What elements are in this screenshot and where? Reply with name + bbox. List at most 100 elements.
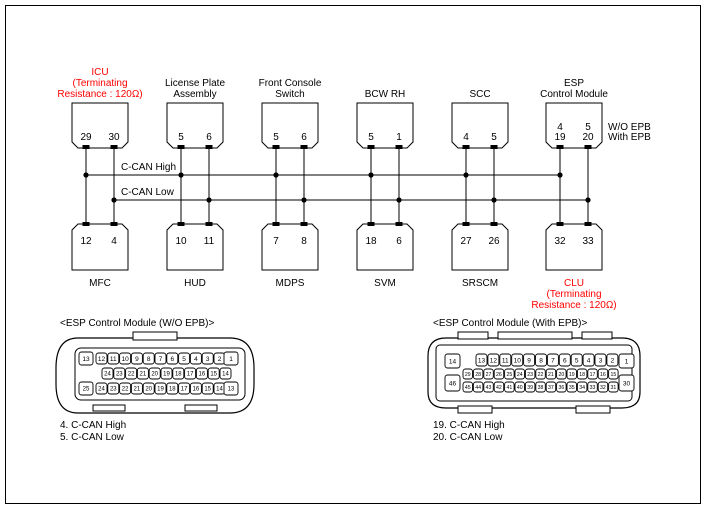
connector-pin-number: 35 <box>569 385 575 391</box>
module-name: SCC <box>469 89 490 100</box>
connector-pin-number: 30 <box>623 380 631 387</box>
connector-pin <box>556 368 567 380</box>
pin-number: 4 <box>111 236 117 247</box>
module-name: (Terminating <box>72 78 127 89</box>
module-name: MDPS <box>276 278 305 289</box>
connector-pin <box>594 353 607 367</box>
connector-pin-number: 17 <box>590 372 596 378</box>
connector-pin <box>444 374 461 392</box>
pin-number: 6 <box>206 132 212 143</box>
connector-pin <box>178 382 191 395</box>
connector-pin <box>558 353 571 367</box>
connector-pin-number: 42 <box>496 385 502 391</box>
connector-pin-number: 41 <box>506 385 512 391</box>
connector-pin-number: 11 <box>502 357 509 364</box>
connector-pin-number: 18 <box>169 387 176 393</box>
connector-pin <box>107 382 120 395</box>
module-name: HUD <box>184 278 206 289</box>
connector-pin-number: 22 <box>538 372 544 378</box>
connector-pin <box>78 351 94 366</box>
connector-pin <box>201 352 214 365</box>
connector-pin <box>483 368 494 380</box>
connector-pin-number: 14 <box>449 358 457 365</box>
pin-note: 20. C-CAN Low <box>433 432 503 443</box>
connector-pin <box>504 368 515 380</box>
connector-pin <box>608 368 619 380</box>
pin-number: 29 <box>80 132 92 143</box>
connector-pin <box>95 352 108 365</box>
terminal <box>367 222 375 226</box>
connector-pin <box>189 382 202 395</box>
pin-number: 6 <box>396 236 402 247</box>
terminal <box>395 222 403 226</box>
connector-pin <box>493 381 505 393</box>
connector-pin <box>556 381 567 393</box>
pin-number: 4 <box>463 132 469 143</box>
terminal <box>300 145 308 149</box>
pin-note: 5. C-CAN Low <box>60 432 125 443</box>
connector-pin <box>125 367 138 380</box>
connector-latch <box>132 331 178 341</box>
connector-latch <box>581 331 613 340</box>
connector-key <box>575 405 611 414</box>
connector-pin-number: 23 <box>110 387 117 393</box>
connector-title: <ESP Control Module (With EPB)> <box>433 318 587 329</box>
module-box <box>261 223 319 271</box>
connector-pin <box>587 381 598 393</box>
connector-pin-number: 16 <box>600 372 606 378</box>
connector-pin-number: 3 <box>599 357 603 364</box>
connector-pin <box>101 367 114 380</box>
terminal <box>110 145 118 149</box>
pin-note: 19. C-CAN High <box>433 420 505 431</box>
connector-pin-number: 12 <box>98 356 106 363</box>
connector-pin-number: 5 <box>575 357 579 364</box>
connector-pin-number: 16 <box>199 372 206 378</box>
connector-pin-number: 22 <box>128 372 135 378</box>
connector-key <box>92 404 126 412</box>
connector-pin <box>576 381 588 393</box>
module-box <box>261 102 319 149</box>
connector-pin <box>136 367 149 380</box>
pin-number: 19 <box>554 132 566 143</box>
terminal <box>300 222 308 226</box>
module-box <box>356 223 414 271</box>
connector-pin-number: 3 <box>206 356 210 363</box>
terminal <box>205 222 213 226</box>
connector-pin <box>119 382 132 395</box>
connector-pin-number: 24 <box>517 372 523 378</box>
connector-pin <box>566 368 577 380</box>
pin-number: 11 <box>204 236 215 247</box>
connector-pin <box>472 381 484 393</box>
connector-pin-number: 6 <box>170 356 174 363</box>
pin-number: 18 <box>365 236 377 247</box>
pin-number: 7 <box>273 236 279 247</box>
connector-pin <box>487 353 500 367</box>
pin-number: 6 <box>301 132 307 143</box>
module-name: License Plate <box>165 78 225 89</box>
connector-pin-number: 21 <box>140 372 147 378</box>
pin-number: 1 <box>396 132 402 143</box>
connector-pin <box>545 368 557 380</box>
connector-pin-number: 24 <box>104 372 111 378</box>
module-name: Resistance : 120Ω) <box>57 89 142 100</box>
connector-pin-number: 6 <box>563 357 567 364</box>
pin-number: 8 <box>301 236 307 247</box>
connector-pin <box>608 381 619 393</box>
connector-pin-number: 25 <box>83 387 90 393</box>
connector-pin-number: 24 <box>98 387 105 393</box>
connector-pin <box>535 381 546 393</box>
connector-pin-number: 10 <box>514 357 522 364</box>
connector-pin <box>154 382 167 395</box>
module-name: ESP <box>564 78 584 89</box>
pin-number: 20 <box>582 132 594 143</box>
connector-pin <box>148 367 161 380</box>
